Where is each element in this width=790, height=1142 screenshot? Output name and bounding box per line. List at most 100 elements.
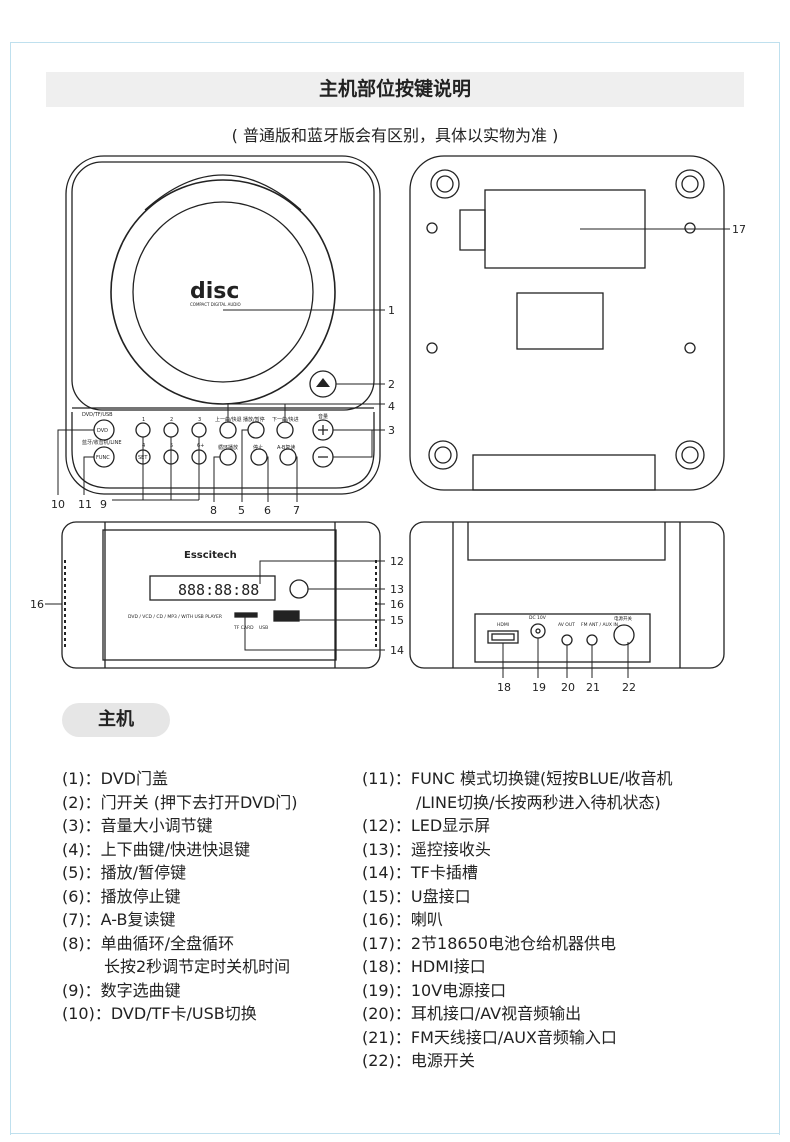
label: FM ANT / AUX IN bbox=[581, 622, 618, 628]
label: HDMI接口 bbox=[410, 957, 486, 976]
label: 4 bbox=[142, 443, 145, 449]
label: 播放/暂停 bbox=[243, 416, 265, 423]
label: U盘接口 bbox=[410, 886, 471, 906]
label: (9)： bbox=[62, 980, 101, 1000]
section-label: 主机 bbox=[62, 703, 170, 737]
label: LED显示屏 bbox=[410, 816, 491, 835]
label: TF CARD bbox=[233, 625, 254, 631]
label: 上下曲键/快进快退键 bbox=[100, 839, 251, 859]
label: (14)： bbox=[362, 863, 411, 882]
label: 14 bbox=[390, 644, 404, 657]
label: (3)： bbox=[62, 816, 101, 835]
label: 13 bbox=[390, 583, 404, 596]
page-title: 主机部位按键说明 bbox=[46, 72, 744, 107]
legend-item: (10)：DVD/TF卡/USB切换 bbox=[62, 1002, 298, 1026]
label: (11)： bbox=[362, 769, 411, 788]
label: DVD / VCD / CD / MP3 / WITH USB PLAYER bbox=[128, 614, 222, 620]
label: 5 bbox=[170, 443, 173, 449]
label: (16)： bbox=[362, 910, 411, 929]
bottom-view bbox=[409, 155, 730, 491]
legend-item: (7)：A-B复读键 bbox=[62, 908, 298, 932]
label: 18 bbox=[497, 681, 511, 694]
label: 1 bbox=[142, 417, 145, 423]
label: 20 bbox=[561, 681, 575, 694]
label: FUNC 模式切换键(短按BLUE/收音机 bbox=[410, 769, 673, 788]
legend-item-cont: /LINE切换/长按两秒进入待机状态) bbox=[362, 791, 673, 815]
label: 1 bbox=[388, 304, 395, 317]
label: 21 bbox=[586, 681, 600, 694]
label: (5)： bbox=[62, 863, 101, 882]
legend-item-cont: 长按2秒调节定时关机时间 bbox=[62, 955, 298, 979]
legend-item: (15)：U盘接口 bbox=[362, 885, 673, 909]
led-display: 888:88:88 bbox=[178, 581, 259, 599]
legend-item: (12)：LED显示屏 bbox=[362, 814, 673, 838]
label: TF卡插槽 bbox=[410, 863, 478, 882]
legend-item: (9)：数字选曲键 bbox=[62, 979, 298, 1003]
label: AV OUT bbox=[558, 622, 575, 628]
divider bbox=[10, 1133, 780, 1134]
label: 10 bbox=[51, 498, 65, 511]
legend-item: (4)：上下曲键/快进快退键 bbox=[62, 838, 298, 862]
label: 停止 bbox=[253, 444, 263, 451]
legend-item: (1)：DVD门盖 bbox=[62, 767, 298, 791]
legend-item: (5)：播放/暂停键 bbox=[62, 861, 298, 885]
label: (8)： bbox=[62, 933, 101, 953]
disc-logo: disc bbox=[190, 279, 239, 304]
label: 10V电源接口 bbox=[410, 980, 507, 1000]
label: 遥控接收头 bbox=[410, 839, 491, 859]
label: 17 bbox=[732, 223, 746, 236]
label: DC 10V bbox=[529, 615, 547, 621]
legend-item: (8)：单曲循环/全盘循环 bbox=[62, 932, 298, 956]
label: 电源开关 bbox=[410, 1051, 475, 1070]
legend-left: (1)：DVD门盖 (2)：门开关 (押下去打开DVD门) (3)：音量大小调节… bbox=[62, 767, 298, 1026]
label: 长按2秒调节定时关机时间 bbox=[104, 957, 291, 976]
label: 15 bbox=[390, 614, 404, 627]
label: Esscitech bbox=[184, 550, 237, 561]
label: (7)： bbox=[62, 910, 101, 929]
label: 12 bbox=[390, 555, 404, 568]
label: 6+ bbox=[197, 443, 204, 449]
label: (10)： bbox=[62, 1004, 111, 1023]
label: (21)： bbox=[362, 1027, 411, 1047]
label: 2节18650电池仓给机器供电 bbox=[410, 933, 616, 953]
label: (19)： bbox=[362, 980, 411, 1000]
label: A-B复读键 bbox=[100, 910, 176, 929]
label: (2)： bbox=[62, 792, 101, 812]
legend-item: (20)：耳机接口/AV视音频输出 bbox=[362, 1002, 673, 1026]
device-diagram: disc COMPACT DIGITAL AUDIO DVD/TF/USB 蓝牙… bbox=[30, 155, 746, 694]
label: 7 bbox=[293, 504, 300, 517]
label: 6 bbox=[264, 504, 271, 517]
label: 播放/暂停键 bbox=[100, 863, 187, 882]
label: 循环播放 bbox=[218, 444, 238, 451]
label: 19 bbox=[532, 681, 546, 694]
label: (20)： bbox=[362, 1004, 411, 1023]
label: (18)： bbox=[362, 957, 411, 976]
label: 播放停止键 bbox=[100, 886, 181, 906]
label: 数字选曲键 bbox=[100, 980, 181, 1000]
label: DVD bbox=[97, 428, 108, 434]
label: (13)： bbox=[362, 839, 411, 859]
label: 喇叭 bbox=[410, 910, 443, 929]
legend-item: (21)：FM天线接口/AUX音频输入口 bbox=[362, 1026, 673, 1050]
label: 3 bbox=[198, 417, 201, 423]
legend-item: (22)：电源开关 bbox=[362, 1049, 673, 1073]
label: 耳机接口/AV视音频输出 bbox=[410, 1004, 582, 1023]
label: 8 bbox=[210, 504, 217, 517]
disc-logo-sub: COMPACT DIGITAL AUDIO bbox=[190, 302, 241, 307]
rear-side-view: HDMI DC 10V AV OUT FM ANT / AUX IN 电源开关 bbox=[409, 521, 725, 678]
label: USB bbox=[259, 625, 268, 631]
label: 9 bbox=[100, 498, 107, 511]
legend-item: (17)：2节18650电池仓给机器供电 bbox=[362, 932, 673, 956]
label: 门开关 (押下去打开DVD门) bbox=[100, 792, 298, 812]
label: 音量大小调节键 bbox=[100, 816, 213, 835]
legend-item: (11)：FUNC 模式切换键(短按BLUE/收音机 bbox=[362, 767, 673, 791]
ir-receiver bbox=[289, 579, 309, 599]
page-frame bbox=[10, 42, 780, 1135]
label: 16 bbox=[390, 598, 404, 611]
legend-item: (19)：10V电源接口 bbox=[362, 979, 673, 1003]
label: (15)： bbox=[362, 886, 411, 906]
label: 电源开关 bbox=[614, 615, 632, 622]
label: HDMI bbox=[497, 622, 509, 628]
legend-item: (18)：HDMI接口 bbox=[362, 955, 673, 979]
